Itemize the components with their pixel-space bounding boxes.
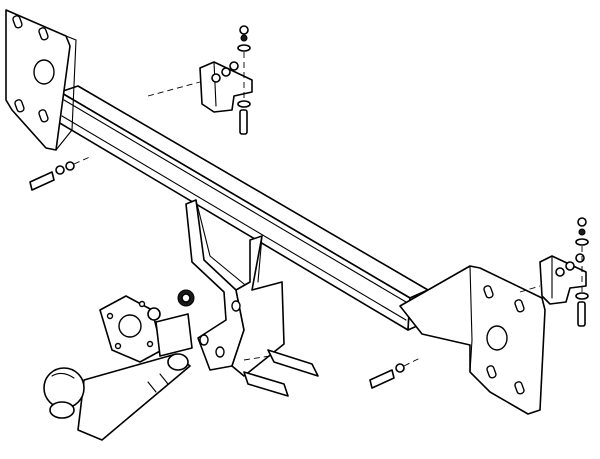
left-mounting-plate (5, 9, 77, 151)
tow-ball-neck (43, 353, 191, 441)
electrical-socket-plate (99, 289, 195, 363)
right-mounting-plate (399, 265, 546, 415)
upper-left-bracket (199, 25, 253, 135)
bolt-set (29, 81, 541, 397)
upper-right-bracket (539, 217, 589, 327)
socket-bracket-arm (185, 199, 285, 377)
